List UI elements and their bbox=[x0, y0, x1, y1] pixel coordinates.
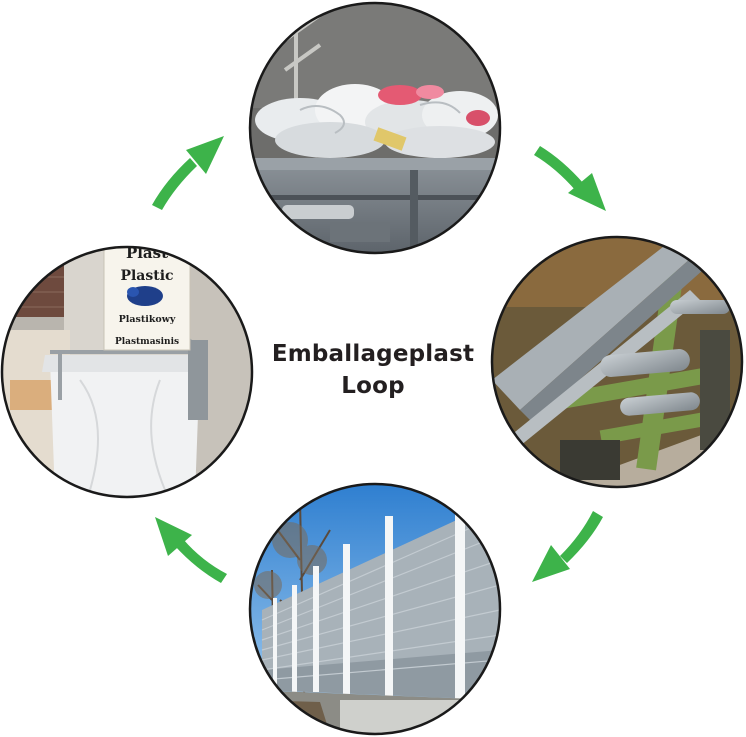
cycle-arrows bbox=[152, 136, 606, 583]
sign-line-plastikowy: Plastikowy bbox=[119, 314, 176, 325]
photo-recycling-machine bbox=[492, 237, 742, 487]
arrow-left-to-top-icon bbox=[152, 136, 224, 210]
photo-noise-barrier-wall bbox=[250, 484, 500, 734]
frame-left bbox=[0, 245, 254, 499]
frame-top bbox=[248, 1, 502, 255]
arrow-top-to-right-icon bbox=[534, 146, 606, 211]
loop-title-line2: Loop bbox=[341, 373, 405, 399]
photo-plastic-waste-container bbox=[250, 3, 500, 253]
sign-line-plastic: Plastic bbox=[120, 268, 173, 284]
loop-title-line1: Emballageplast bbox=[271, 341, 475, 367]
frame-bottom bbox=[248, 482, 502, 736]
loop-title: Emballageplast Loop bbox=[248, 338, 498, 402]
arrow-bottom-to-left-icon bbox=[155, 517, 227, 583]
arrow-right-to-bottom-icon bbox=[532, 511, 603, 582]
photo-collection-bag-stand: Plast Plastic Plastikowy Plastmasinis bbox=[2, 247, 252, 497]
sign-line-plastmasinis: Plastmasinis bbox=[115, 337, 179, 347]
frame-right bbox=[490, 235, 744, 489]
